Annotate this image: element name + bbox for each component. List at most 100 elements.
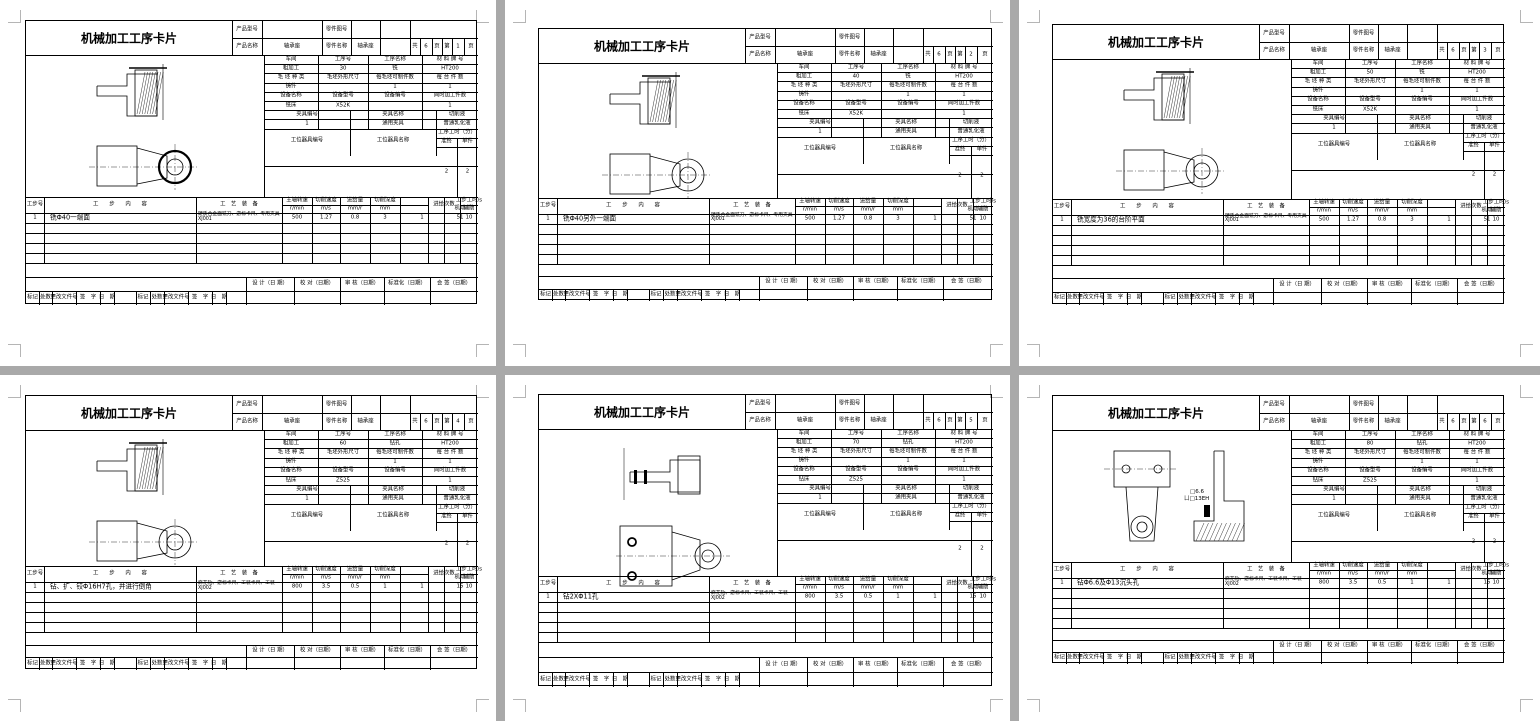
page-unit-label: 页	[982, 50, 988, 57]
table-rule	[26, 223, 478, 225]
table-rule	[777, 429, 778, 577]
table-rule	[136, 657, 137, 670]
table-rule	[368, 430, 369, 504]
table-rule	[410, 21, 411, 55]
table-rule	[1291, 476, 1505, 477]
table-rule	[1066, 652, 1067, 664]
info-cell: Z525	[849, 475, 863, 482]
std-time-value: 2	[958, 172, 962, 179]
table-rule	[777, 174, 993, 176]
table-rule	[943, 276, 944, 301]
table-rule	[725, 672, 726, 687]
drawing-stroke	[627, 571, 637, 581]
step-time-header: 工步工时/s	[969, 576, 997, 583]
info-cell: 车间	[285, 430, 297, 437]
crop-mark	[1027, 10, 1040, 23]
table-rule	[777, 484, 993, 486]
info-cell: 工序名称	[384, 430, 406, 437]
table-rule	[264, 485, 478, 487]
product-name-label: 产品名称	[749, 50, 771, 57]
table-rule	[1479, 413, 1480, 430]
table-rule	[1103, 291, 1104, 305]
page-unit-label: 页	[1461, 417, 1467, 424]
part-drawing-no-label: 零件图号	[1352, 29, 1375, 36]
info-cell: 每毛坯可制件数	[376, 449, 414, 456]
unit-time-value: 2	[1492, 171, 1497, 178]
info-cell: 同时加工件数	[947, 466, 981, 473]
info-cell: 设备型号	[332, 467, 354, 474]
table-rule	[831, 63, 832, 137]
table-rule	[1484, 141, 1485, 199]
equipment-header: 工 艺 装 备	[1247, 202, 1285, 209]
table-rule	[1053, 198, 1505, 200]
fixture-name-label: 夹具名称	[1409, 486, 1431, 493]
footer-sig-label: 标记	[1054, 294, 1065, 301]
param-value: 1.27	[319, 214, 333, 221]
info-cell: 毛 坯 种 类	[277, 74, 305, 81]
table-rule	[76, 657, 77, 670]
part-name-value: 轴承座	[870, 50, 887, 57]
product-name-label: 产品名称	[749, 416, 771, 423]
table-rule	[380, 396, 381, 430]
table-rule	[539, 63, 993, 64]
table-rule	[26, 253, 478, 255]
param-value: 0.5	[1377, 579, 1387, 586]
table-rule	[955, 412, 956, 429]
product-name-label: 产品名称	[236, 417, 258, 424]
info-cell: 80	[1366, 440, 1374, 447]
table-rule	[1289, 396, 1290, 430]
step-content-value: 铣Φ40另外一端面	[563, 214, 617, 223]
table-rule	[795, 584, 941, 586]
table-rule	[212, 291, 213, 305]
table-rule	[949, 484, 950, 531]
param-header: 主轴转速	[1313, 562, 1335, 569]
table-rule	[164, 657, 165, 670]
table-rule	[76, 291, 77, 305]
drawing-stroke	[652, 79, 661, 123]
param-unit: m/s	[834, 205, 844, 212]
info-cell: 60	[339, 440, 347, 447]
std-time-value: 2	[958, 544, 962, 551]
table-rule	[777, 127, 993, 129]
info-cell: 1	[448, 476, 452, 483]
drawing-stroke	[665, 79, 674, 123]
card-title: 机械加工工序卡片	[80, 406, 178, 421]
footer-sig-label: 日 期	[1237, 294, 1255, 301]
table-rule	[677, 672, 678, 687]
table-rule	[422, 430, 423, 504]
table-rule	[52, 657, 53, 670]
unit-time-label: 单件	[462, 138, 473, 145]
table-rule	[452, 38, 453, 55]
info-cell: 材 料 牌 号	[950, 429, 978, 436]
part-drawing-no-label: 零件图号	[838, 33, 861, 40]
crop-mark	[476, 344, 489, 357]
passes-header: 进给次数	[1460, 202, 1482, 209]
footer-countersign-label: 会 签（日期）	[1463, 281, 1499, 288]
table-rule	[971, 145, 972, 198]
table-rule	[883, 197, 884, 264]
machine-time-header: 机动	[967, 584, 979, 591]
step-time-header: 工步工时/s	[969, 197, 997, 204]
info-cell: 毛坯外形尺寸	[839, 448, 873, 455]
table-rule	[1053, 278, 1505, 280]
crop-mark	[1027, 344, 1040, 357]
drawing-stroke	[662, 79, 672, 123]
table-rule	[444, 197, 445, 264]
std-time-label: 准终	[1468, 142, 1479, 149]
table-rule	[777, 438, 993, 440]
table-rule	[384, 644, 385, 670]
param-value: 1	[383, 583, 387, 590]
table-rule	[807, 276, 808, 301]
crop-mark	[1520, 385, 1533, 398]
param-header: 进给量	[859, 576, 877, 583]
table-rule	[1309, 562, 1310, 629]
param-unit: mm/r	[347, 574, 363, 581]
info-cell: 1	[906, 91, 910, 98]
table-rule	[1259, 42, 1505, 43]
param-header: 主轴转速	[799, 576, 821, 583]
table-rule	[232, 38, 478, 39]
drawing-stroke	[1200, 522, 1209, 542]
footer-sig-label: 标记	[1164, 654, 1176, 661]
drawing-stroke	[649, 79, 659, 123]
machine-time-header: 机动	[454, 574, 466, 581]
